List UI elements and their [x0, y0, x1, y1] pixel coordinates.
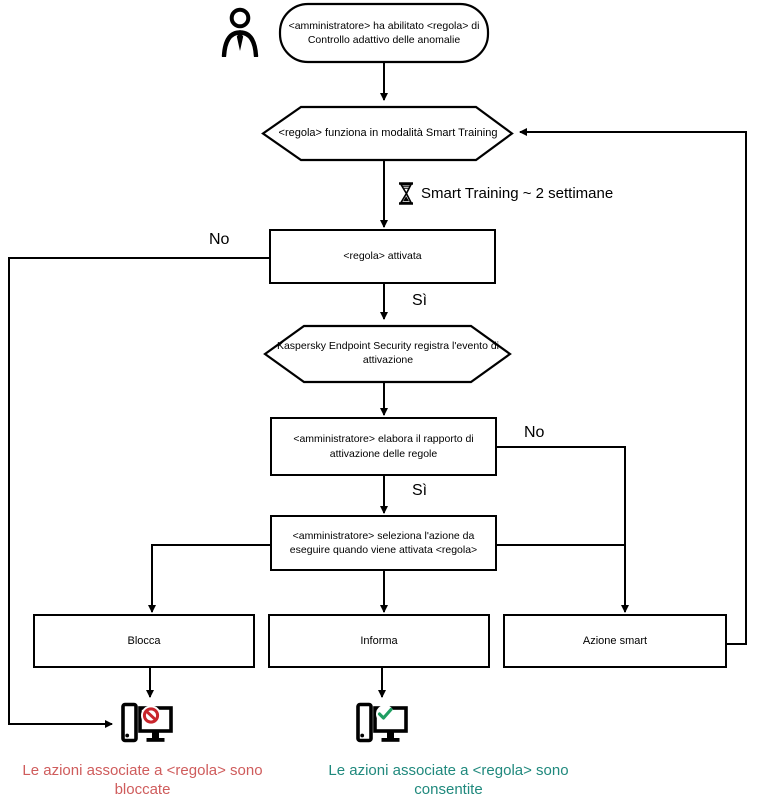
node-admin-processes-label: <amministratore> elabora il rapporto di …	[293, 433, 474, 460]
timer-note-label: Smart Training ~ 2 settimane	[421, 185, 614, 202]
timer-note: Smart Training ~ 2 settimane	[398, 182, 613, 205]
node-smart: Azione smart	[503, 614, 727, 668]
edge-report-no-to-smart	[497, 446, 629, 613]
node-inform-label: Informa	[360, 634, 398, 647]
edge-label-yes-after-report: Sì	[410, 482, 430, 500]
node-admin-processes: <amministratore> elabora il rapporto di …	[270, 417, 497, 476]
person-icon	[221, 7, 259, 57]
edge-label-yes-after-trigger: Sì	[410, 292, 430, 310]
computer-allowed-icon	[356, 702, 408, 743]
node-rule-triggered-label: <regola> attivata	[343, 250, 422, 263]
edge-triggered-no-to-blocked-pc	[8, 257, 271, 728]
node-block: Blocca	[33, 614, 255, 668]
node-admin-selects-label: <amministratore> seleziona l'azione da e…	[289, 529, 478, 556]
training-hexagon-shape	[261, 105, 514, 162]
node-rule-triggered: <regola> attivata	[269, 229, 496, 284]
computer-blocked-icon	[121, 702, 173, 743]
node-inform: Informa	[268, 614, 490, 668]
edge-label-no-right: No	[522, 424, 547, 442]
outcome-blocked-text: Le azioni associate a <regola> sono bloc…	[22, 762, 263, 798]
node-logs-event: Kaspersky Endpoint Security registra l'e…	[262, 328, 514, 378]
node-block-label: Blocca	[127, 634, 161, 647]
node-training-mode: <regola> funziona in modalità Smart Trai…	[266, 109, 510, 158]
node-training-mode-label: <regola> funziona in modalità Smart Trai…	[278, 127, 498, 140]
hourglass-icon	[399, 182, 413, 205]
node-logs-event-label: Kaspersky Endpoint Security registra l'e…	[276, 339, 500, 366]
node-start: <amministratore> ha abilitato <regola> d…	[282, 6, 486, 60]
logs-event-hexagon-shape	[263, 324, 512, 384]
edge-select-to-block	[148, 544, 272, 613]
edge-label-no-left: No	[207, 231, 232, 249]
node-smart-label: Azione smart	[582, 634, 648, 647]
outcome-allowed-text: Le azioni associate a <regola> sono cons…	[328, 762, 569, 798]
node-start-label: <amministratore> ha abilitato <regola> d…	[288, 19, 480, 46]
edge-smart-to-training-feedback	[519, 128, 747, 645]
node-admin-selects: <amministratore> seleziona l'azione da e…	[270, 515, 497, 571]
